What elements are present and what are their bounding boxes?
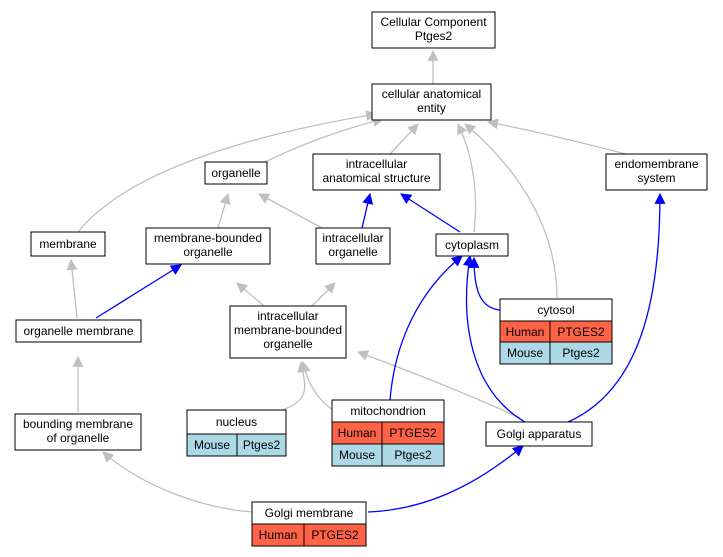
node-cae-line2: entity xyxy=(417,101,446,115)
edge-organelle-to-cae xyxy=(264,116,385,163)
node-cellular-anatomical-entity[interactable]: cellular anatomical entity xyxy=(371,83,492,121)
edge-io-to-organelle xyxy=(258,193,323,229)
edge-om-to-mbo xyxy=(95,264,182,319)
cytosol-mouse-species: Mouse xyxy=(507,346,543,360)
node-imbo-line3: organelle xyxy=(263,337,313,351)
node-io-line2: organelle xyxy=(328,245,378,259)
edge-cytosol-to-cae xyxy=(464,123,558,299)
node-root-line1: Cellular Component xyxy=(380,15,487,29)
mitochondrion-mouse-gene-cell xyxy=(381,443,445,467)
node-cellular-component-ptges2[interactable]: Cellular Component Ptges2 xyxy=(371,11,496,49)
edge-mito-to-cytoplasm xyxy=(389,255,463,401)
edge-imbo-to-mbo xyxy=(236,282,265,307)
node-endomembrane-system[interactable]: endomembrane system xyxy=(605,153,708,191)
cytosol-human-gene: PTGES2 xyxy=(557,325,605,339)
edge-golgi-to-cytoplasm xyxy=(463,254,526,423)
golgimem-human-gene-cell xyxy=(303,523,367,547)
nucleus-mouse-species: Mouse xyxy=(194,438,230,452)
node-intracellular-organelle[interactable]: intracellular organelle xyxy=(315,227,391,265)
edge-golgi-to-endomembrane xyxy=(567,192,666,423)
node-intracellular-membrane-bounded-organelle[interactable]: intracellular membrane-bounded organelle xyxy=(229,305,347,359)
node-nucleus-label: nucleus xyxy=(216,415,257,429)
node-imbo-line2: membrane-bounded xyxy=(234,323,342,337)
node-bmo-line1: bounding membrane xyxy=(23,417,133,431)
edge-cytosol-to-cytoplasm xyxy=(468,256,501,311)
golgimem-human-gene: PTGES2 xyxy=(311,528,359,542)
node-nucleus[interactable]: nucleus Mouse Ptges2 xyxy=(186,409,287,457)
node-golgi-membrane[interactable]: Golgi membrane Human PTGES2 xyxy=(251,501,367,547)
node-mitochondrion[interactable]: mitochondrion Human PTGES2 Mouse Ptges2 xyxy=(331,399,445,467)
node-io-line1: intracellular xyxy=(322,231,383,245)
edge-cytoplasm-to-ias xyxy=(400,193,461,233)
node-ias-line2: anatomical structure xyxy=(322,171,430,185)
node-membrane-label: membrane xyxy=(39,237,97,251)
node-ias-line1: intracellular xyxy=(346,157,407,171)
node-intracellular-anatomical-structure[interactable]: intracellular anatomical structure xyxy=(312,153,441,191)
edge-mito-to-imbo xyxy=(299,360,334,411)
node-endomembrane-line1: endomembrane xyxy=(614,157,698,171)
edge-cytoplasm-to-cae xyxy=(457,123,477,233)
edge-nucleus-to-imbo xyxy=(281,360,309,411)
node-membrane-bounded-organelle[interactable]: membrane-bounded organelle xyxy=(145,227,271,265)
node-mitochondrion-label: mitochondrion xyxy=(350,404,425,418)
cytosol-mouse-gene: Ptges2 xyxy=(562,346,600,360)
node-endomembrane-line2: system xyxy=(637,171,675,185)
edge-membrane-to-cae xyxy=(77,110,378,233)
node-cytoplasm[interactable]: cytoplasm xyxy=(435,233,509,257)
node-membrane[interactable]: membrane xyxy=(30,231,106,257)
mitochondrion-mouse-gene: Ptges2 xyxy=(394,448,432,462)
node-organelle-membrane[interactable]: organelle membrane xyxy=(15,319,142,343)
edge-golgi-to-imbo xyxy=(356,350,521,419)
cytosol-human-species: Human xyxy=(506,325,545,339)
node-cytoplasm-label: cytoplasm xyxy=(445,238,499,252)
node-organelle[interactable]: organelle xyxy=(204,161,268,185)
node-imbo-line1: intracellular xyxy=(257,309,318,323)
node-root-line2: Ptges2 xyxy=(415,29,453,43)
edge-golgimem-to-golgi xyxy=(367,445,524,513)
nucleus-mouse-gene-cell xyxy=(236,433,287,457)
edges xyxy=(66,49,666,513)
node-organelle-label: organelle xyxy=(211,166,261,180)
nucleus-mouse-gene: Ptges2 xyxy=(243,438,281,452)
node-bounding-membrane-of-organelle[interactable]: bounding membrane of organelle xyxy=(14,413,142,451)
golgimem-human-species: Human xyxy=(259,528,298,542)
node-cytosol-label: cytosol xyxy=(537,303,574,317)
edge-golgimem-to-bmo xyxy=(102,451,253,513)
mitochondrion-human-gene: PTGES2 xyxy=(389,426,437,440)
node-bmo-line2: of organelle xyxy=(47,431,110,445)
mitochondrion-human-species: Human xyxy=(338,426,377,440)
node-mbo-line2: organelle xyxy=(183,245,233,259)
node-cae-line1: cellular anatomical xyxy=(382,87,481,101)
node-cytosol[interactable]: cytosol Human PTGES2 Mouse Ptges2 xyxy=(499,298,613,365)
node-mbo-line1: membrane-bounded xyxy=(154,231,262,245)
node-golgi-label: Golgi apparatus xyxy=(497,427,582,441)
edge-om-to-membrane xyxy=(66,258,78,319)
node-om-label: organelle membrane xyxy=(23,324,133,338)
cytosol-mouse-gene-cell xyxy=(549,341,613,365)
edge-imbo-to-io xyxy=(311,282,336,307)
mitochondrion-mouse-species: Mouse xyxy=(339,448,375,462)
edge-io-to-ias xyxy=(361,192,374,229)
edge-endomembrane-to-cae xyxy=(486,118,631,156)
node-golgimem-label: Golgi membrane xyxy=(265,506,354,520)
node-golgi-apparatus[interactable]: Golgi apparatus xyxy=(485,421,593,447)
edge-ias-to-cae xyxy=(389,123,419,155)
edge-mbo-to-organelle xyxy=(217,192,231,229)
